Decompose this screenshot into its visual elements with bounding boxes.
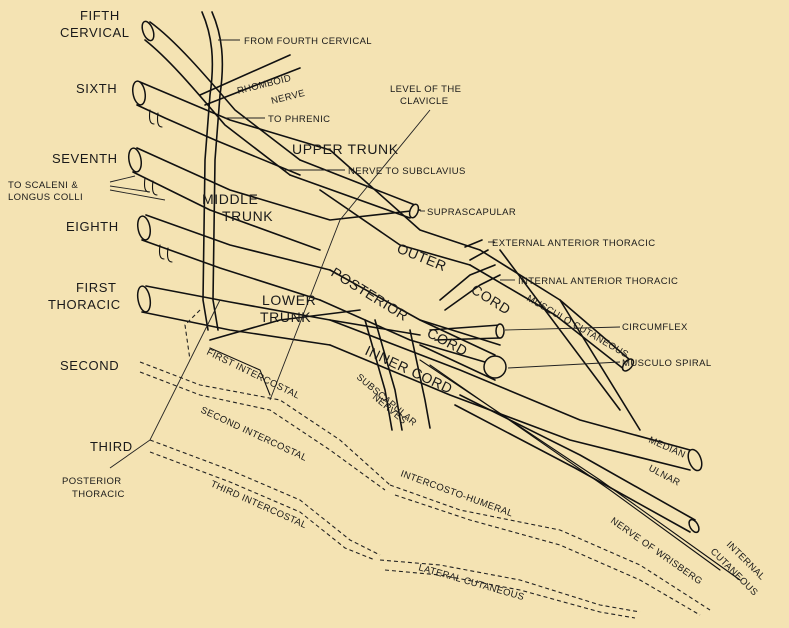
label-cord-posterior: CORD	[425, 325, 471, 360]
label-scaleni-1: TO SCALENI &	[8, 180, 78, 191]
leader-musculo-spiral	[508, 362, 620, 368]
label-upper-trunk: UPPER TRUNK	[292, 141, 399, 157]
label-third: THIRD	[90, 439, 133, 454]
label-ext-ant-thoracic: EXTERNAL ANTERIOR THORACIC	[492, 238, 655, 249]
label-post-thoracic-1: POSTERIOR	[62, 476, 122, 487]
seventh-root-top	[137, 148, 420, 220]
phrenic-nerve-line-b	[212, 12, 222, 330]
label-second: SECOND	[60, 358, 119, 373]
ext-ant-thoracic-bottom	[470, 250, 488, 260]
label-median: MEDIAN	[647, 435, 687, 461]
label-sixth: SIXTH	[76, 81, 117, 96]
label-musculo-spiral: MUSCULO SPIRAL	[622, 358, 712, 369]
label-scaleni-2: LONGUS COLLI	[8, 192, 83, 203]
label-middle: MIDDLE	[202, 191, 259, 207]
first-thoracic-end	[136, 285, 152, 313]
label-post-thoracic-2: THORACIC	[72, 489, 125, 500]
leader-circumflex	[505, 327, 620, 330]
label-int-ant-thoracic: INTERNAL ANTERIOR THORACIC	[518, 276, 678, 287]
first-thoracic-dashed	[185, 310, 200, 360]
label-subclavius: NERVE TO SUBCLAVIUS	[348, 166, 466, 177]
labels: FIFTH CERVICAL SIXTH SEVENTH EIGHTH FIRS…	[8, 8, 767, 603]
circumflex-end	[496, 324, 504, 338]
label-seventh: SEVENTH	[52, 151, 118, 166]
label-level-1: LEVEL OF THE	[390, 84, 461, 95]
label-eighth: EIGHTH	[66, 219, 119, 234]
label-to-phrenic: TO PHRENIC	[268, 114, 330, 125]
seventh-end	[127, 147, 143, 173]
label-outer: OUTER	[395, 240, 449, 274]
second-intercostal-b	[140, 372, 385, 490]
label-level-2: CLAVICLE	[400, 96, 448, 107]
musculo-spiral-end	[484, 356, 506, 378]
label-second-intercostal: SECOND INTERCOSTAL	[199, 405, 309, 464]
ext-ant-thoracic-top	[465, 240, 482, 247]
label-cervical: CERVICAL	[60, 25, 130, 40]
label-from-fourth: FROM FOURTH CERVICAL	[244, 36, 372, 47]
fifth-cervical-end	[140, 20, 156, 42]
label-thoracic: THORACIC	[48, 297, 121, 312]
label-lower: LOWER	[262, 292, 316, 308]
label-circumflex: CIRCUMFLEX	[622, 322, 688, 333]
third-intercostal-a	[150, 440, 380, 555]
label-first: FIRST	[76, 280, 117, 295]
leader-lines	[110, 40, 620, 468]
label-lateral-cutaneous: LATERAL CUTANEOUS	[417, 562, 525, 603]
label-suprascapular: SUPRASCAPULAR	[427, 207, 516, 218]
label-lower-trunk: TRUNK	[260, 309, 311, 325]
suprascapular-end	[408, 203, 420, 219]
label-third-intercostal: THIRD INTERCOSTAL	[209, 479, 309, 531]
label-fifth: FIFTH	[80, 8, 120, 23]
fifth-cervical-root-bottom	[145, 40, 290, 175]
outer-cord-top	[330, 150, 480, 250]
median-end	[686, 448, 705, 473]
label-intercosto-humeral: INTERCOSTO-HUMERAL	[399, 468, 515, 519]
phrenic-nerve-line-a	[202, 12, 212, 330]
leader-scaleni	[110, 176, 165, 200]
label-middle-trunk: TRUNK	[222, 208, 273, 224]
label-posterior: POSTERIOR	[328, 264, 411, 324]
eighth-end	[136, 215, 152, 241]
label-nerve: NERVE	[270, 88, 306, 107]
